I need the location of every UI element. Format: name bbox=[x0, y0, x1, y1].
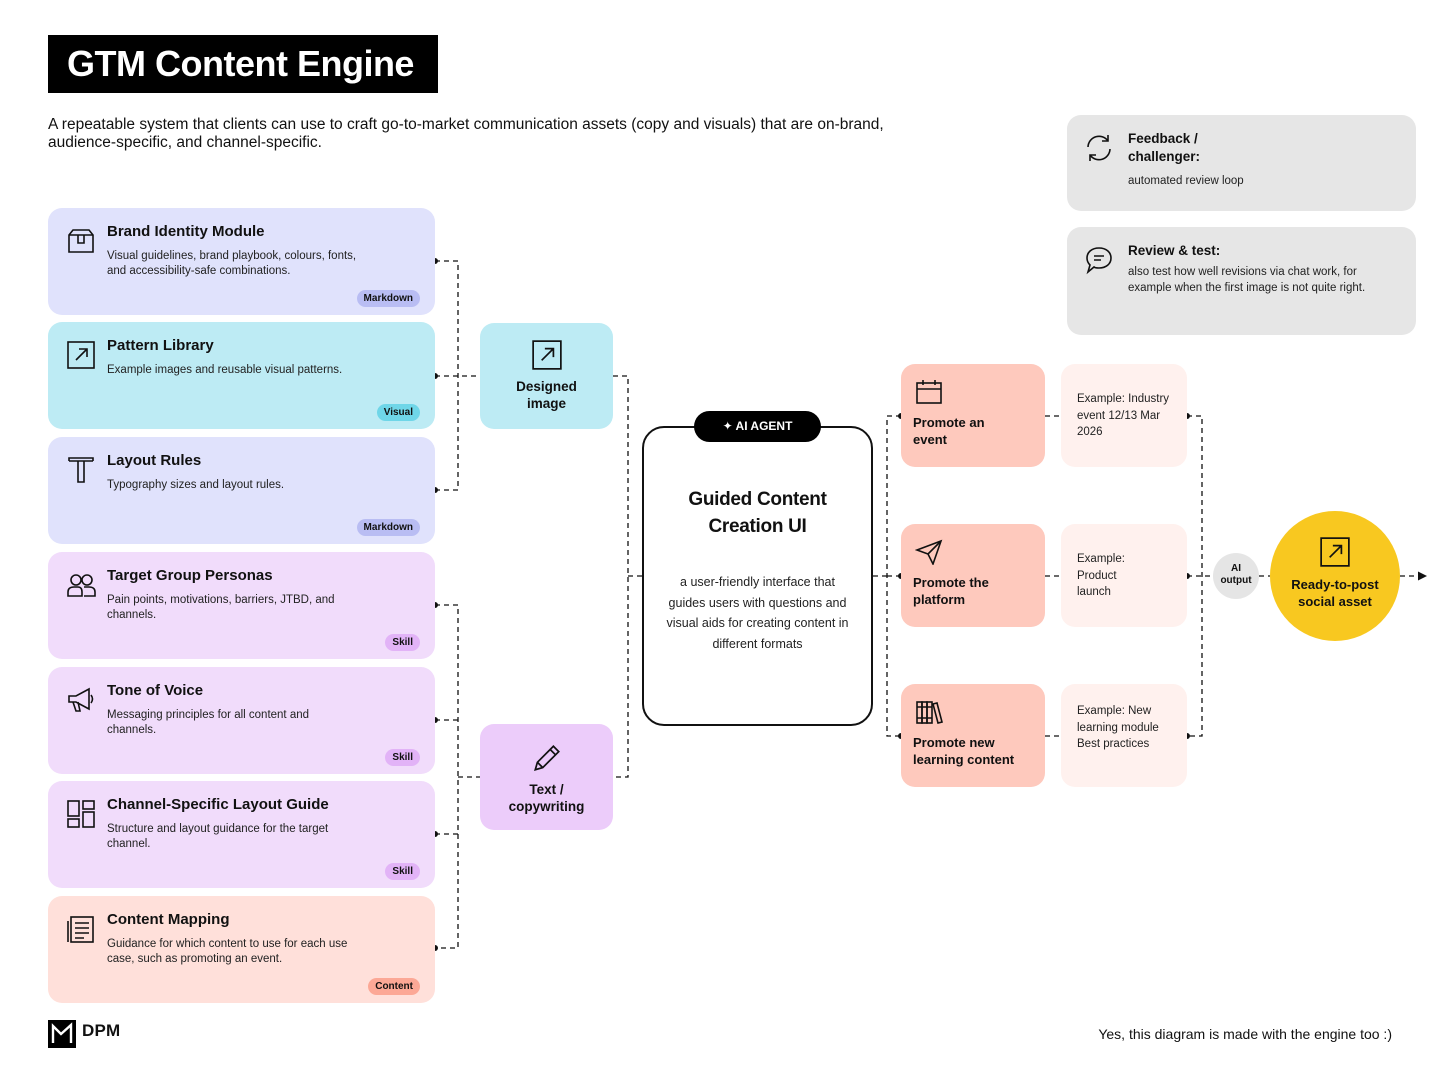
ai-output-label: AI output bbox=[1220, 563, 1252, 586]
module-description: Structure and layout guidance for the ta… bbox=[107, 823, 329, 850]
books-icon bbox=[916, 701, 943, 724]
note-review: Review & test: also test how well revisi… bbox=[1067, 227, 1416, 335]
action-promote-learning: Promote new learning content bbox=[901, 684, 1045, 787]
page-subtitle: A repeatable system that clients can use… bbox=[48, 116, 884, 151]
module-badge: Markdown bbox=[356, 290, 420, 307]
module-content-mapping: Content Mapping Guidance for which conte… bbox=[48, 896, 435, 1003]
module-badge: Markdown bbox=[356, 519, 420, 536]
logo-text: DPM bbox=[82, 1021, 121, 1040]
final-output-node: Ready-to-post social asset bbox=[1270, 511, 1400, 641]
example-product: Example: Product launch bbox=[1061, 524, 1187, 627]
note-description: automated review loop bbox=[1128, 175, 1244, 187]
module-target-personas: Target Group Personas Pain points, motiv… bbox=[48, 552, 435, 659]
ai-agent-pill: ✦ AI AGENT bbox=[694, 411, 821, 442]
action-promote-platform: Promote the platform bbox=[901, 524, 1045, 627]
page-title: GTM Content Engine bbox=[48, 35, 438, 93]
example-text: Example: Industry event 12/13 Mar 2026 bbox=[1077, 393, 1170, 438]
module-badge: Visual bbox=[376, 404, 420, 421]
action-promote-event: Promote an event bbox=[901, 364, 1045, 467]
module-title: Brand Identity Module bbox=[107, 223, 265, 240]
module-description: Guidance for which content to use for ea… bbox=[107, 938, 348, 965]
module-description: Typography sizes and layout rules. bbox=[107, 479, 285, 491]
module-title: Pattern Library bbox=[107, 337, 214, 354]
node-label: Designed image bbox=[516, 379, 577, 411]
image-arrow-icon bbox=[1320, 537, 1350, 567]
module-description: Visual guidelines, brand playbook, colou… bbox=[107, 250, 357, 277]
package-icon bbox=[68, 229, 94, 253]
module-title: Channel-Specific Layout Guide bbox=[107, 796, 329, 813]
node-label: Text / copywriting bbox=[508, 782, 585, 814]
module-description: Pain points, motivations, barriers, JTBD… bbox=[107, 594, 335, 621]
example-event: Example: Industry event 12/13 Mar 2026 bbox=[1061, 364, 1187, 467]
send-icon bbox=[915, 539, 943, 565]
action-label: Promote new learning content bbox=[913, 735, 1015, 767]
module-badge: Skill bbox=[385, 634, 420, 651]
sparkle-icon: ✦ bbox=[722, 419, 736, 433]
chat-icon bbox=[1086, 247, 1112, 275]
pencil-icon bbox=[533, 745, 560, 771]
refresh-icon bbox=[1087, 135, 1111, 161]
type-icon bbox=[68, 457, 94, 483]
dpm-logo-icon bbox=[48, 1020, 76, 1048]
designed-image-node: Designed image bbox=[480, 323, 613, 429]
module-tone-of-voice: Tone of Voice Messaging principles for a… bbox=[48, 667, 435, 774]
note-title: Feedback / challenger: bbox=[1128, 131, 1201, 164]
module-brand-identity: Brand Identity Module Visual guidelines,… bbox=[48, 208, 435, 315]
footnote: Yes, this diagram is made with the engin… bbox=[1098, 1026, 1392, 1042]
megaphone-icon bbox=[68, 687, 94, 712]
document-icon bbox=[67, 916, 94, 943]
module-title: Target Group Personas bbox=[107, 567, 273, 584]
calendar-icon bbox=[916, 380, 942, 404]
image-arrow-icon bbox=[531, 340, 562, 370]
note-feedback: Feedback / challenger: automated review … bbox=[1067, 115, 1416, 211]
agent-description: a user-friendly interface that guides us… bbox=[666, 575, 849, 651]
example-text: Example: Product launch bbox=[1077, 553, 1125, 598]
text-copywriting-node: Text / copywriting bbox=[480, 724, 613, 830]
module-badge: Skill bbox=[385, 749, 420, 766]
module-channel-layout: Channel-Specific Layout Guide Structure … bbox=[48, 781, 435, 888]
action-label: Promote an event bbox=[913, 415, 985, 447]
image-arrow-icon bbox=[67, 341, 95, 369]
note-title: Review & test: bbox=[1128, 243, 1221, 258]
module-description: Example images and reusable visual patte… bbox=[107, 364, 343, 376]
module-description: Messaging principles for all content and… bbox=[107, 709, 310, 736]
module-badge: Content bbox=[368, 978, 420, 995]
agent-card bbox=[642, 426, 873, 726]
module-pattern-library: Pattern Library Example images and reusa… bbox=[48, 322, 435, 429]
module-title: Tone of Voice bbox=[107, 682, 204, 699]
module-title: Layout Rules bbox=[107, 452, 202, 469]
users-icon bbox=[67, 574, 96, 597]
layout-icon bbox=[67, 800, 95, 828]
ai-output-node: AI output bbox=[1213, 553, 1259, 599]
module-layout-rules: Layout Rules Typography sizes and layout… bbox=[48, 437, 435, 544]
module-badge: Skill bbox=[385, 863, 420, 880]
example-learning: Example: New learning module Best practi… bbox=[1061, 684, 1187, 787]
pill-label: AI AGENT bbox=[735, 419, 793, 433]
module-title: Content Mapping bbox=[107, 911, 230, 928]
example-text: Example: New learning module Best practi… bbox=[1077, 705, 1159, 750]
final-output-label: Ready-to-post social asset bbox=[1291, 577, 1379, 609]
action-label: Promote the platform bbox=[913, 575, 989, 607]
agent-title: Guided Content Creation UI bbox=[688, 489, 827, 537]
note-description: also test how well revisions via chat wo… bbox=[1128, 266, 1366, 294]
